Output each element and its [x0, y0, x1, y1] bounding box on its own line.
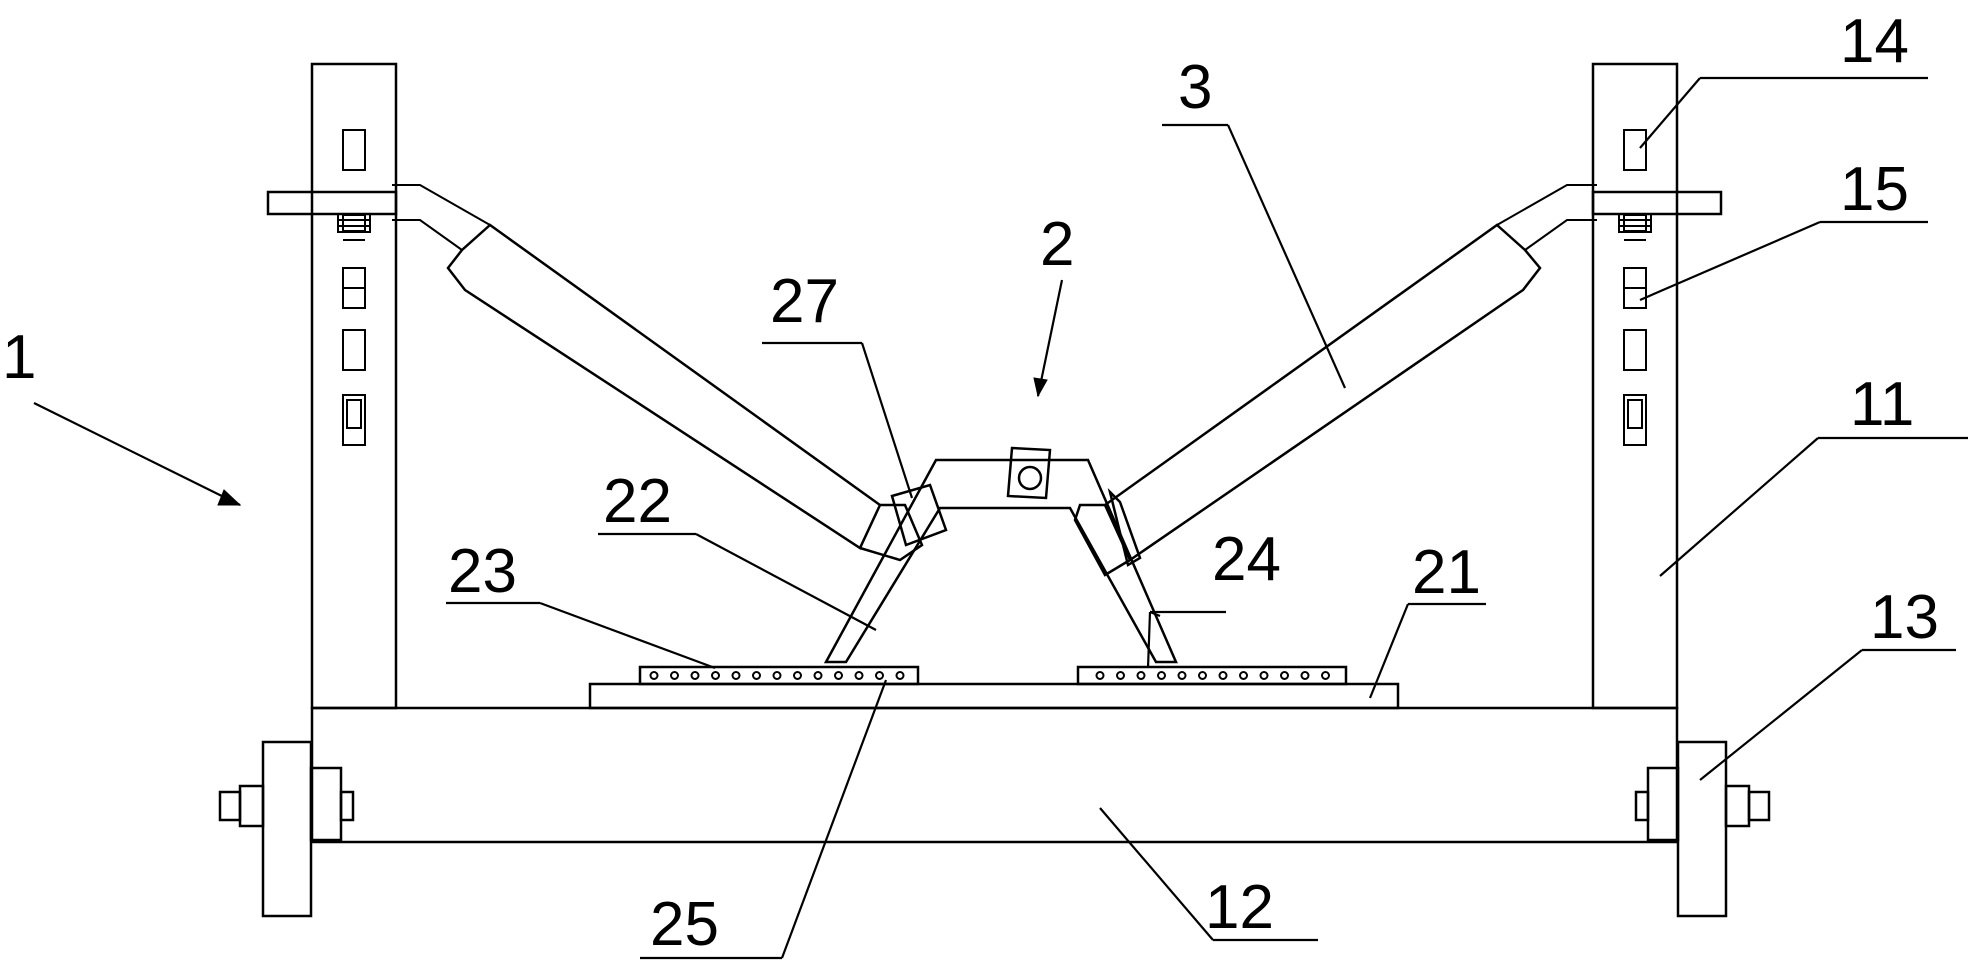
- left-wheel: [218, 740, 355, 918]
- rack-hole: [1116, 671, 1125, 680]
- label-23: 23: [448, 537, 517, 606]
- rack-hole: [1280, 671, 1289, 680]
- base-beam: [310, 706, 1679, 844]
- label-12: 12: [1205, 873, 1274, 942]
- label-27: 27: [770, 267, 839, 336]
- right-rack: [1076, 665, 1348, 686]
- rack-hole: [772, 671, 782, 680]
- rack-hole: [731, 671, 741, 680]
- rack-hole: [1321, 671, 1330, 680]
- rack-hole: [1198, 671, 1207, 680]
- label-3: 3: [1178, 53, 1212, 122]
- rack-hole: [649, 671, 659, 680]
- right-upright: [1591, 62, 1723, 710]
- right-slot-column: [1623, 129, 1647, 446]
- rack-hole: [1157, 671, 1166, 680]
- rack-hole: [1136, 671, 1146, 680]
- rack-hole: [690, 671, 700, 680]
- left-slot-column: [342, 129, 366, 446]
- label-2: 2: [1040, 210, 1074, 279]
- rack-hole: [670, 671, 679, 680]
- right-inclined-roller: [1073, 184, 1597, 577]
- rack-hole: [1239, 671, 1248, 680]
- left-upright: [266, 62, 398, 710]
- rack-hole: [1177, 671, 1187, 680]
- rack-hole: [854, 671, 864, 680]
- label-11: 11: [1850, 370, 1914, 439]
- label-21: 21: [1412, 538, 1481, 607]
- rack-hole: [1218, 671, 1228, 680]
- hinge-bracket: [823, 446, 1178, 664]
- right-wheel: [1634, 740, 1771, 918]
- label-14: 14: [1840, 7, 1909, 76]
- left-inclined-roller: [392, 184, 924, 562]
- left-pin: [266, 190, 398, 233]
- rack-hole: [813, 671, 823, 680]
- label-1: 1: [2, 323, 36, 392]
- rack-hole: [895, 671, 905, 680]
- label-24: 24: [1212, 525, 1281, 594]
- rack-hole: [1095, 671, 1105, 680]
- label-13: 13: [1870, 583, 1939, 652]
- rack-hole: [793, 671, 802, 680]
- label-22: 22: [603, 467, 672, 536]
- rack-hole: [875, 671, 884, 680]
- rack-hole: [711, 671, 720, 680]
- label-25: 25: [650, 890, 719, 959]
- reference-labels: 1 2 3 14 15 11 13 12 21 24 22 23 27 25: [2, 7, 1939, 959]
- rack-hole: [752, 671, 761, 680]
- left-rack: [638, 665, 920, 686]
- rack-hole: [1259, 671, 1269, 680]
- base-plate: [588, 682, 1400, 710]
- rack-hole: [1300, 671, 1310, 680]
- label-15: 15: [1840, 155, 1909, 224]
- leader-lines: [33, 76, 1968, 960]
- rack-hole: [834, 671, 843, 680]
- right-pin: [1591, 190, 1723, 233]
